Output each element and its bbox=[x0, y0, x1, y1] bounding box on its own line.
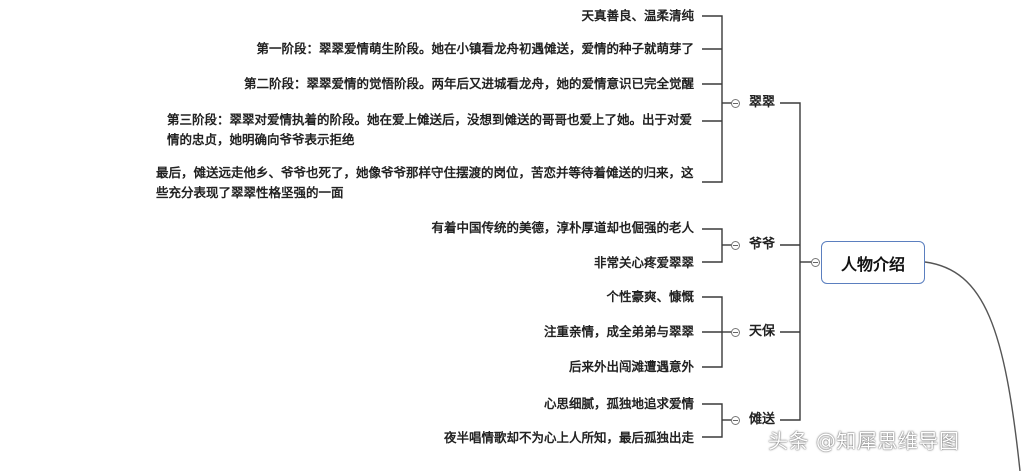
cuicui-item-2[interactable]: 第一阶段：翠翠爱情萌生阶段。她在小镇看龙舟初遇傩送，爱情的种子就萌芽了 bbox=[256, 41, 694, 56]
cuicui-item-1[interactable]: 天真善良、温柔清纯 bbox=[581, 8, 694, 23]
collapse-toggle-icon[interactable] bbox=[731, 416, 740, 425]
nuosong-item-1[interactable]: 心思细腻，孤独地追求爱情 bbox=[543, 396, 694, 411]
watermark: 头条 @知犀思维导图 bbox=[768, 429, 960, 453]
nuosong-item-2[interactable]: 夜半唱情歌却不为心上人所知，最后孤独出走 bbox=[443, 430, 694, 445]
cuicui-item-5[interactable]: 最后，傩送远走他乡、爷爷也死了，她像爷爷那样守住摆渡的岗位，苦恋并等待着傩送的归… bbox=[156, 165, 694, 200]
root-label: 人物介绍 bbox=[840, 254, 905, 274]
collapse-toggle-icon[interactable] bbox=[811, 258, 820, 267]
connector-yeye bbox=[702, 228, 723, 263]
branch-yeye[interactable]: 爷爷 bbox=[749, 237, 776, 252]
tianbao-item-2[interactable]: 注重亲情，成全弟弟与翠翠 bbox=[543, 324, 694, 339]
root-curve bbox=[924, 261, 1021, 471]
connector-nuosong bbox=[702, 403, 723, 438]
cuicui-item-4[interactable]: 第三阶段：翠翠对爱情执着的阶段。她在爱上傩送后，没想到傩送的哥哥也爱上了她。出于… bbox=[167, 112, 693, 147]
connector-cuicui bbox=[702, 15, 723, 183]
branch-nuosong[interactable]: 傩送 bbox=[749, 412, 776, 427]
collapse-toggle-icon[interactable] bbox=[731, 241, 740, 250]
yeye-item-2[interactable]: 非常关心疼爱翠翠 bbox=[593, 255, 694, 270]
root-node[interactable]: 人物介绍 bbox=[821, 241, 925, 284]
connector-root bbox=[780, 102, 801, 421]
tianbao-item-3[interactable]: 后来外出闯滩遭遇意外 bbox=[568, 359, 694, 374]
collapse-toggle-icon[interactable] bbox=[731, 328, 740, 337]
branch-cuicui[interactable]: 翠翠 bbox=[749, 95, 776, 110]
collapse-toggle-icon[interactable] bbox=[731, 99, 740, 108]
yeye-item-1[interactable]: 有着中国传统的美德，淳朴厚道却也倔强的老人 bbox=[431, 220, 694, 235]
tianbao-item-1[interactable]: 个性豪爽、慷慨 bbox=[606, 289, 694, 304]
branch-tianbao[interactable]: 天保 bbox=[749, 324, 776, 339]
cuicui-item-3[interactable]: 第二阶段：翠翠爱情的觉悟阶段。两年后又进城看龙舟，她的爱情意识已完全觉醒 bbox=[243, 76, 694, 91]
